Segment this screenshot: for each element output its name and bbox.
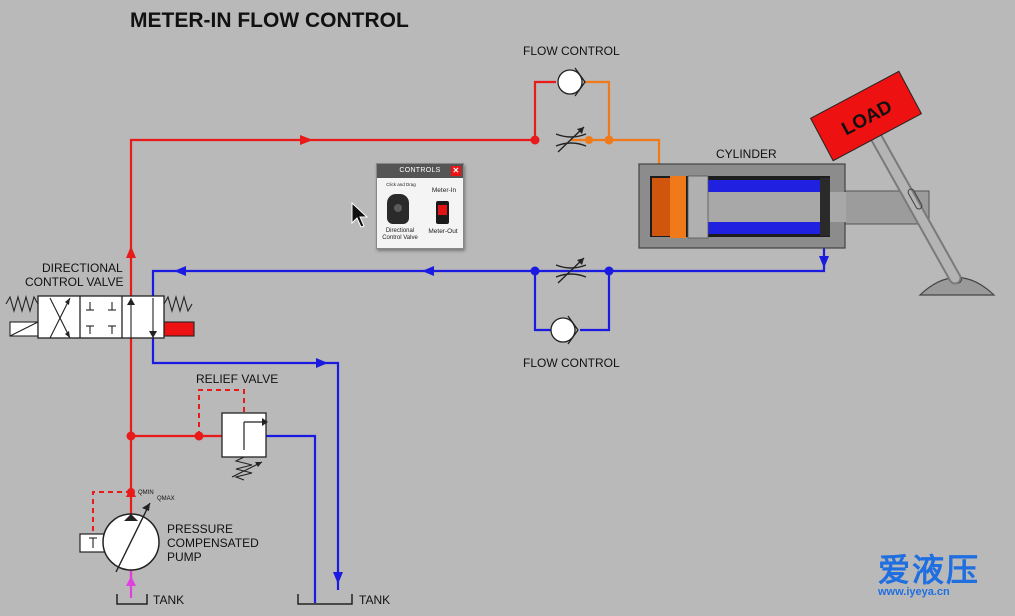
dcv-knob-label: Directional Control Valve [377,228,423,242]
tank-right: TANK [297,593,390,607]
tank-left: TANK [116,593,184,607]
pump-label-line3: PUMP [167,550,202,564]
qmin-label: QMIN [138,490,154,496]
watermark-text: 爱液压 [878,551,981,589]
dcv-knob-label-line2: Control Valve [382,235,418,241]
dcv-knob-label-line1: Directional [385,228,415,234]
load-lever: LOAD [809,70,996,296]
dcv-label-line1: DIRECTIONAL [42,261,123,275]
meter-in-label: Meter-In [431,187,457,194]
watermark: 爱液压 www.iyeya.cn [878,552,1008,598]
metered-lines [571,80,661,164]
suction-arrow [126,576,136,586]
pressure-compensated-pump: QMIN QMAX PRESSURE COMPENSATED PUMP [79,490,259,573]
meter-mode-switch[interactable] [436,201,449,224]
pressure-lines [129,80,556,578]
tank-right-label: TANK [359,593,390,607]
pump-label-line1: PRESSURE [167,522,233,536]
junction-dots [126,135,614,496]
flow-control-top-label: FLOW CONTROL [523,44,620,58]
tank-left-label: TANK [153,593,184,607]
pressure-pilot-lines [92,389,245,534]
controls-title: CONTROLS [399,167,441,174]
close-icon[interactable]: ✕ [451,166,461,176]
meter-out-label: Meter-Out [428,228,458,235]
mouse-cursor-icon [351,201,369,228]
controls-panel: CONTROLS ✕ Click and Drag Directional Co… [376,163,464,249]
cylinder-label: CYLINDER [716,147,777,161]
diagram-title: METER-IN FLOW CONTROL [130,9,409,32]
flow-control-top: FLOW CONTROL [523,44,620,153]
directional-control-valve-knob[interactable] [387,194,409,224]
relief-valve-label: RELIEF VALVE [196,372,278,386]
qmax-label: QMAX [157,496,175,502]
dcv-label-line2: CONTROL VALVE [25,275,123,289]
relief-valve: RELIEF VALVE [196,372,278,481]
flow-control-bottom-label: FLOW CONTROL [523,356,620,370]
drag-hint: Click and Drag [386,182,416,187]
controls-header: CONTROLS ✕ [377,164,463,178]
watermark-url: www.iyeya.cn [878,586,950,598]
flow-control-bottom: FLOW CONTROL [523,257,620,370]
directional-control-valve: DIRECTIONAL CONTROL VALVE [5,261,195,339]
pump-label-line2: COMPENSATED [167,536,259,550]
